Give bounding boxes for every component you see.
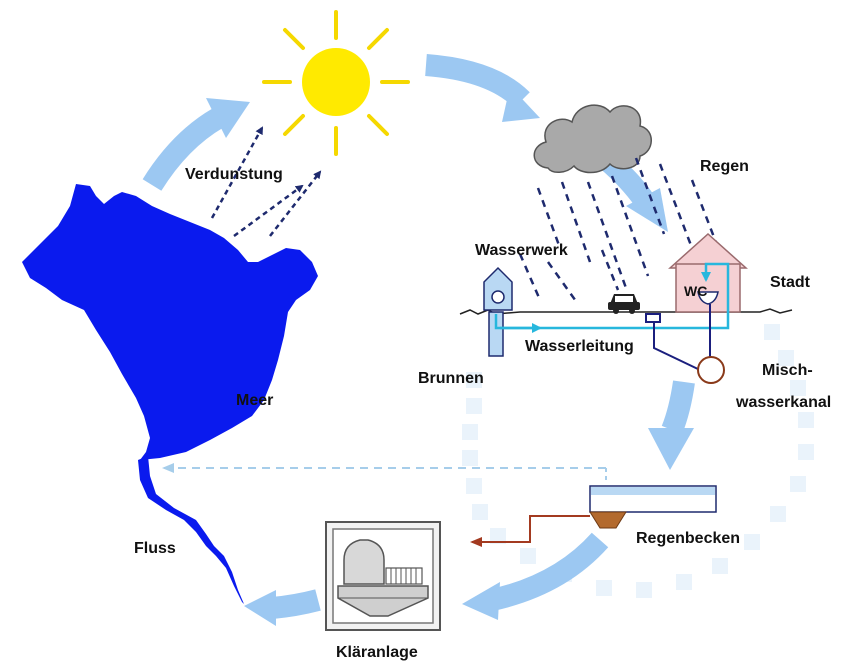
label-treatment-plant: Kläranlage (336, 644, 418, 661)
label-evaporation: Verdunstung (185, 166, 283, 183)
evaporation-arrows (210, 126, 322, 238)
arrowhead-plant-river (244, 590, 276, 626)
house-icon (668, 232, 748, 313)
treatment-plant-icon (325, 521, 441, 631)
label-city: Stadt (770, 274, 810, 291)
combined-sewer (645, 304, 725, 384)
waterworks-icon (483, 266, 513, 357)
label-water-pipe: Wasserleitung (525, 338, 634, 355)
car-icon (608, 294, 640, 314)
label-combined-sewer-1: Misch- (762, 362, 813, 379)
label-river: Fluss (134, 540, 176, 557)
label-combined-sewer-2: wasserkanal (736, 394, 832, 411)
rain-icon (518, 157, 724, 305)
label-sea: Meer (236, 392, 274, 409)
arrowhead-sewer-basin (648, 428, 694, 470)
label-wc: WC (684, 283, 708, 299)
overflow-arrow (470, 515, 590, 547)
arrowhead-sun-cloud (502, 86, 540, 122)
label-rain-basin: Regenbecken (636, 530, 741, 547)
label-rain: Regen (700, 158, 749, 175)
sun-icon (262, 10, 410, 156)
water-pipe (494, 262, 730, 333)
arrowhead-sea-sun (206, 98, 250, 138)
label-well: Brunnen (418, 370, 484, 387)
cloud-icon (533, 104, 652, 174)
ground-line (459, 308, 793, 315)
arrowhead-cloud-city (626, 188, 668, 232)
rain-basin-icon (589, 485, 717, 529)
arrowhead-basin-plant (462, 582, 500, 620)
sea-shape (22, 184, 318, 608)
cycle-arrowheads (206, 86, 694, 626)
label-waterworks: Wasserwerk (475, 242, 568, 259)
